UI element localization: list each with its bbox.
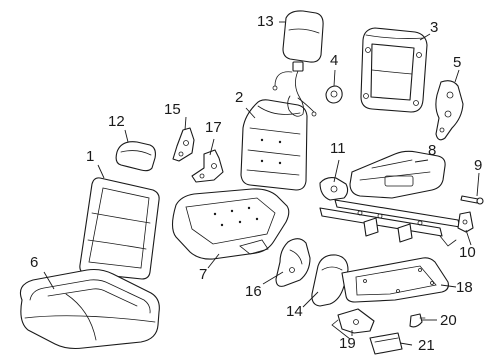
callout-13: 13	[257, 13, 274, 30]
part-bolt	[460, 195, 484, 205]
part-knob	[325, 85, 343, 104]
part-seat-track	[319, 150, 461, 247]
callout-10: 10	[459, 244, 476, 261]
callout-12: 12	[108, 113, 125, 130]
part-module	[369, 332, 403, 355]
callout-4: 4	[330, 52, 339, 69]
callout-21: 21	[418, 337, 435, 354]
part-seatback-pad	[240, 99, 308, 191]
part-bracket-15	[172, 127, 195, 162]
part-cushion-cover	[19, 268, 160, 350]
part-recliner-bracket	[435, 80, 464, 141]
part-headrest-harness	[272, 10, 324, 117]
part-mount-bracket	[331, 308, 375, 340]
part-headrest-small	[115, 141, 156, 172]
part-cushion-pad	[171, 188, 290, 260]
part-clip	[409, 313, 426, 328]
callout-1: 1	[86, 148, 95, 165]
callout-8: 8	[428, 142, 437, 159]
callout-6: 6	[30, 254, 39, 271]
callout-2: 2	[235, 89, 244, 106]
callout-17: 17	[205, 119, 222, 136]
leader-lines	[43, 21, 480, 346]
part-seatback-cover	[79, 177, 160, 280]
part-bracket-10	[457, 211, 474, 233]
part-side-shield	[311, 254, 349, 307]
callout-9: 9	[474, 157, 483, 174]
part-bracket-17	[191, 149, 224, 183]
part-recliner-cover	[275, 238, 311, 287]
callout-5: 5	[453, 54, 462, 71]
callout-3: 3	[430, 19, 439, 36]
callout-14: 14	[286, 303, 303, 320]
callout-15: 15	[164, 101, 181, 118]
callout-20: 20	[440, 312, 457, 329]
callout-18: 18	[456, 279, 473, 296]
callout-7: 7	[199, 266, 208, 283]
callout-19: 19	[339, 335, 356, 352]
callout-11: 11	[330, 140, 346, 157]
part-seatback-frame	[360, 27, 428, 113]
callout-16: 16	[245, 283, 262, 300]
part-seat-pan	[341, 257, 449, 303]
